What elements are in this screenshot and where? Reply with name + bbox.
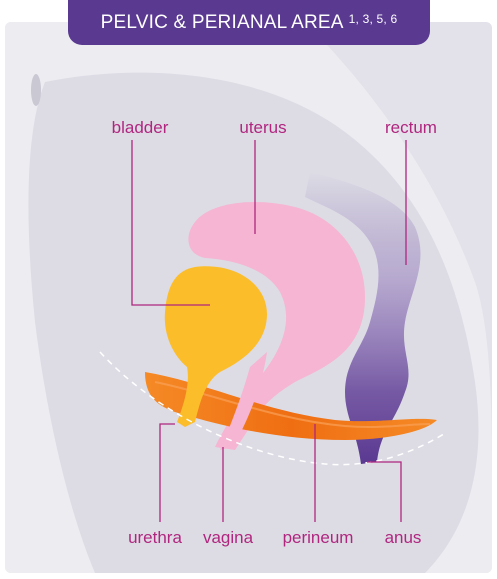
- label-vagina: vagina: [203, 528, 253, 548]
- highlight-mark: [31, 74, 41, 106]
- label-perineum: perineum: [283, 528, 354, 548]
- label-rectum: rectum: [385, 118, 437, 138]
- anatomy-illustration: [5, 22, 492, 573]
- diagram-panel: bladder uterus rectum urethra vagina per…: [5, 22, 492, 573]
- title-text: PELVIC & PERIANAL AREA: [101, 12, 344, 34]
- title-references: 1, 3, 5, 6: [349, 12, 398, 26]
- label-uterus: uterus: [239, 118, 286, 138]
- label-bladder: bladder: [112, 118, 169, 138]
- label-urethra: urethra: [128, 528, 182, 548]
- title-banner: PELVIC & PERIANAL AREA 1, 3, 5, 6: [68, 0, 430, 45]
- label-anus: anus: [385, 528, 422, 548]
